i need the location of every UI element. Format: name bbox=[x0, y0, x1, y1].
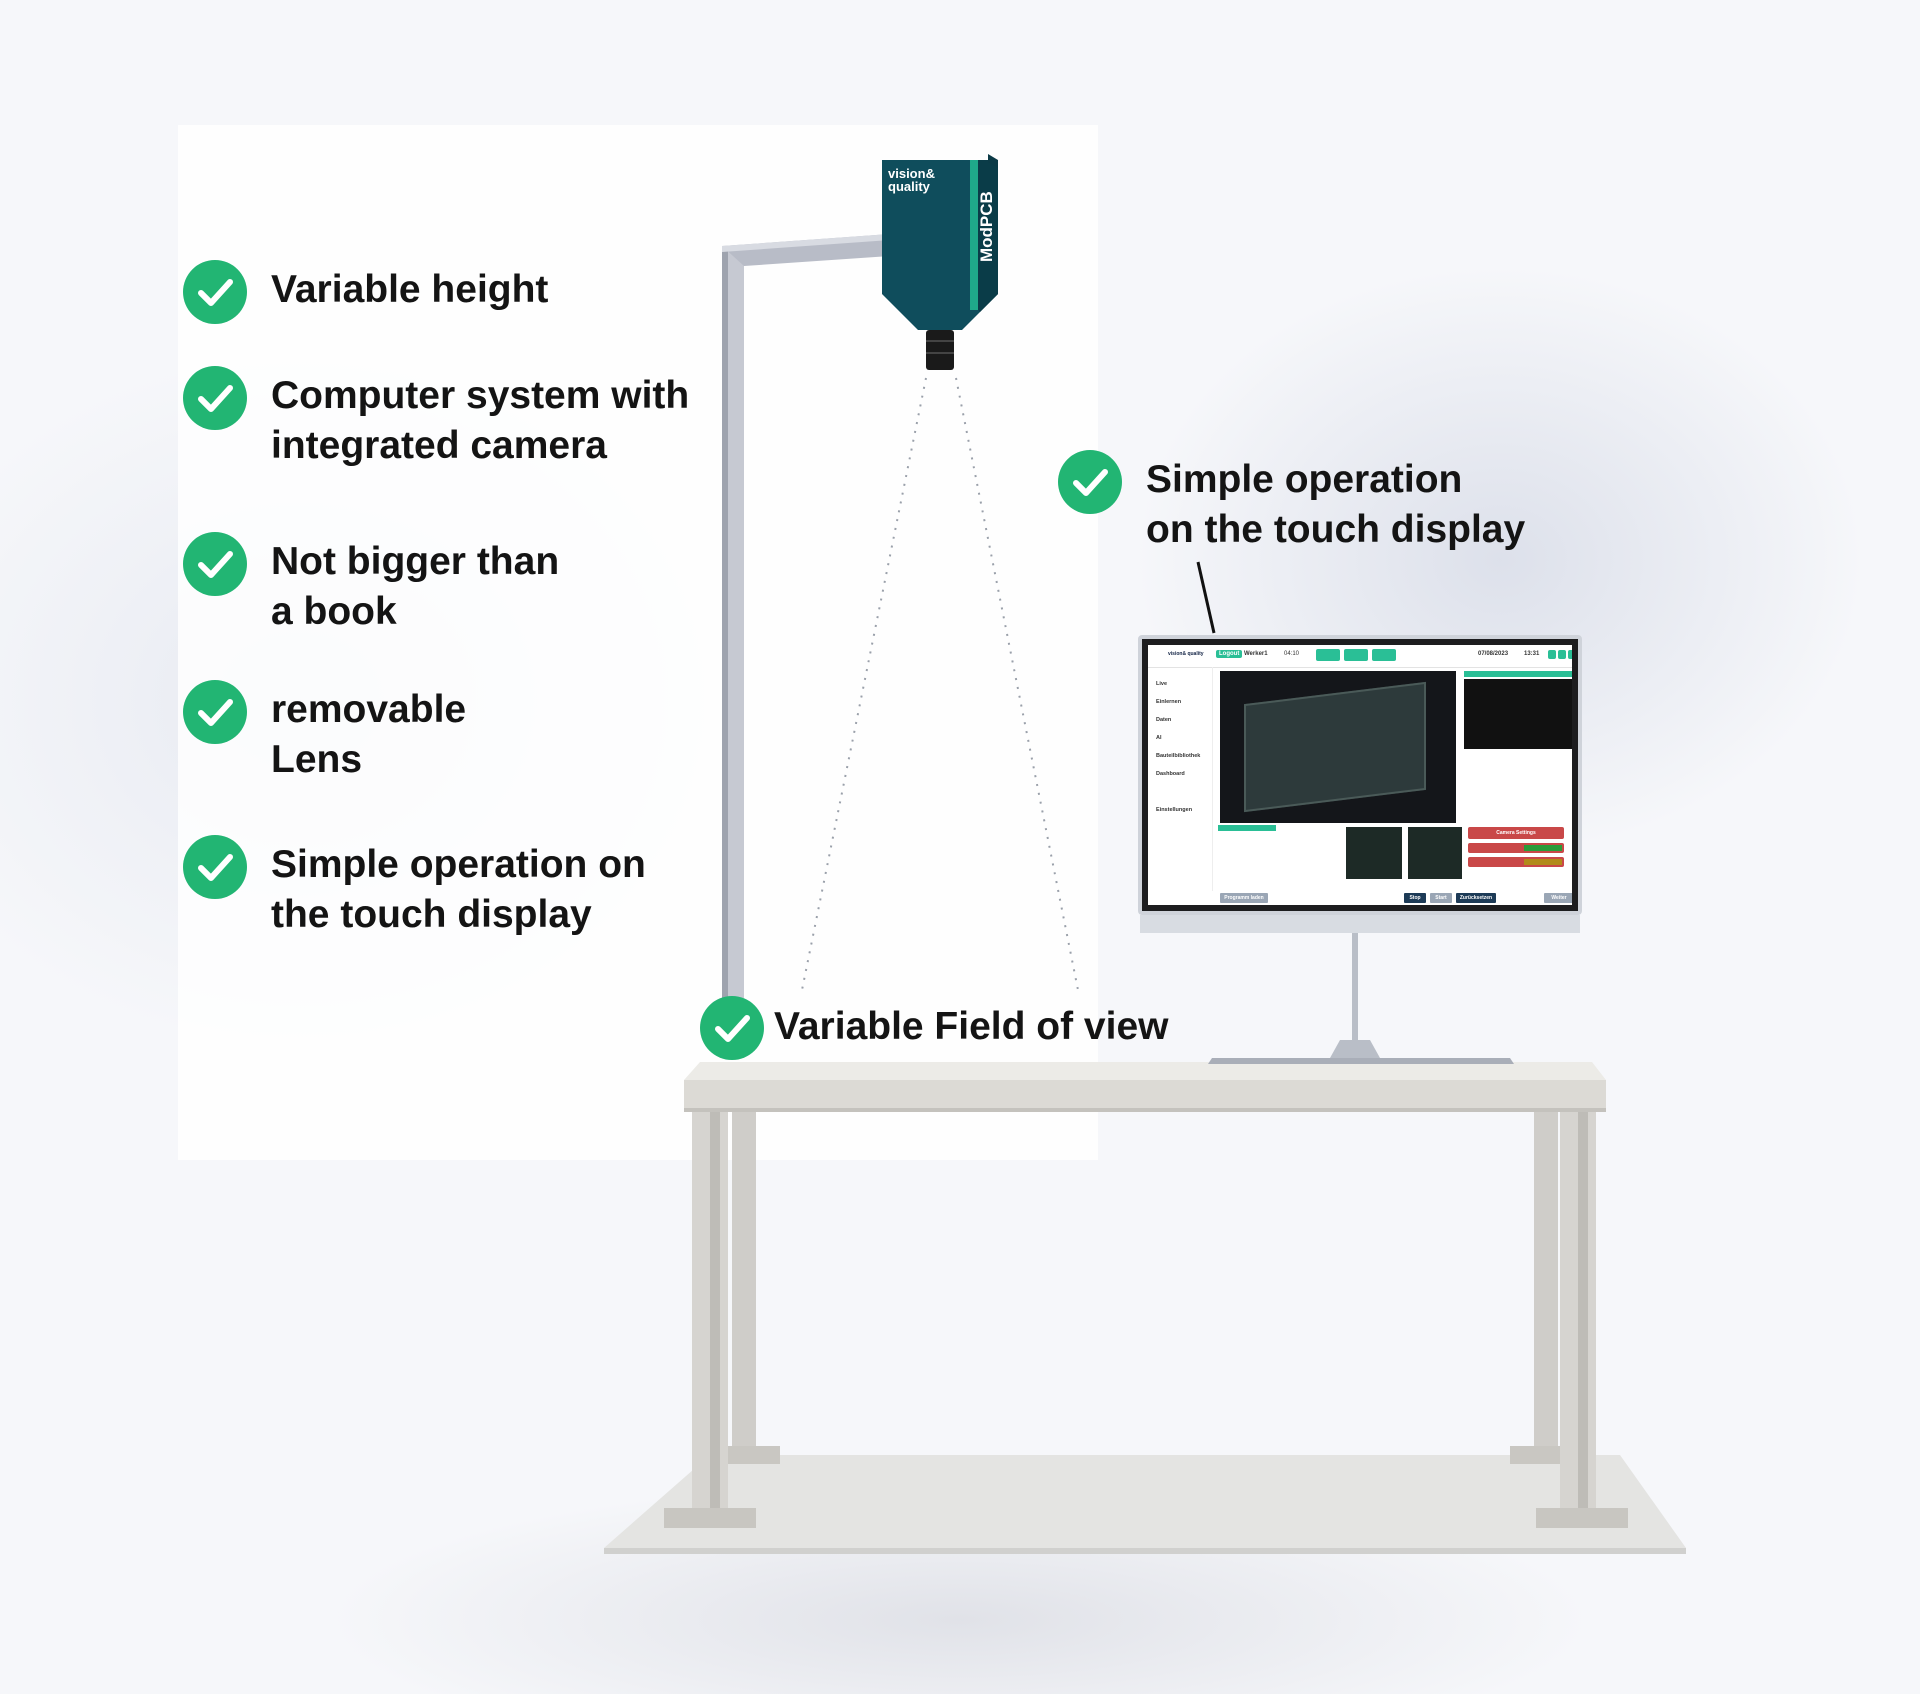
display-screen: vision& quality Logout Werker1 04:10 07/… bbox=[1148, 645, 1572, 905]
feature-size: Not bigger than a book bbox=[183, 532, 559, 637]
screen-logo: vision& quality bbox=[1168, 651, 1204, 657]
screen-clock: 13:31 bbox=[1524, 651, 1540, 657]
feature-text: Computer system with integrated camera bbox=[271, 374, 690, 467]
svg-text:quality: quality bbox=[888, 179, 931, 194]
touch-display: vision& quality Logout Werker1 04:10 07/… bbox=[1138, 635, 1582, 915]
screen-date: 07/08/2023 bbox=[1478, 651, 1509, 657]
stop-button[interactable]: Stop bbox=[1404, 893, 1426, 903]
camera-body bbox=[882, 160, 998, 330]
menu-bauteilbibliothek[interactable]: Bauteilbibliothek bbox=[1156, 753, 1201, 759]
feature-text: Simple operation on the touch display bbox=[271, 843, 646, 936]
feature-computer-system: Computer system with integrated camera bbox=[183, 366, 689, 471]
fov-line-left bbox=[801, 377, 927, 991]
detail-image-1 bbox=[1346, 827, 1402, 879]
setting-level-2 bbox=[1524, 859, 1562, 865]
session-time: 04:10 bbox=[1284, 651, 1300, 657]
checkmark-icon bbox=[183, 835, 247, 899]
callout-text: Simple operation on the touch display bbox=[1146, 458, 1526, 551]
feature-text: removable Lens bbox=[271, 688, 467, 781]
logout-button[interactable]: Logout bbox=[1216, 650, 1243, 658]
checkmark-icon bbox=[183, 366, 247, 430]
menu-dashboard[interactable]: Dashboard bbox=[1156, 771, 1185, 777]
setting-bar-2[interactable] bbox=[1468, 857, 1564, 867]
home-icon[interactable] bbox=[1548, 650, 1556, 659]
program-tab[interactable] bbox=[1218, 825, 1276, 831]
menu-daten[interactable]: Daten bbox=[1156, 717, 1172, 723]
svg-text:vision&: vision& bbox=[888, 166, 935, 181]
load-program-button[interactable]: Programm laden bbox=[1220, 893, 1268, 903]
setting-level-1 bbox=[1524, 845, 1562, 851]
top-tab-1[interactable] bbox=[1316, 649, 1340, 661]
screen-topbar: vision& quality Logout Werker1 04:10 07/… bbox=[1148, 645, 1572, 668]
feature-touch-display: Simple operation on the touch display bbox=[183, 835, 646, 940]
user-name: Werker1 bbox=[1244, 651, 1268, 657]
checkmark-icon bbox=[183, 260, 247, 324]
reset-button[interactable]: Zurücksetzen bbox=[1456, 893, 1496, 903]
start-button[interactable]: Start bbox=[1430, 893, 1452, 903]
feature-removable-lens: removable Lens bbox=[183, 680, 466, 785]
callout-field-of-view: Variable Field of view bbox=[700, 996, 1168, 1060]
floor-plate bbox=[604, 1455, 1686, 1548]
screen-sidebar: Live Einlernen Daten AI Bauteilbibliothe… bbox=[1148, 667, 1213, 891]
menu-einstellungen[interactable]: Einstellungen bbox=[1156, 807, 1193, 813]
menu-ai[interactable]: AI bbox=[1156, 735, 1162, 741]
menu-einlernen[interactable]: Einlernen bbox=[1156, 699, 1182, 705]
camera-lens bbox=[926, 330, 954, 370]
pcb-image bbox=[1244, 681, 1426, 813]
feature-text: Not bigger than a book bbox=[271, 540, 560, 633]
menu-live[interactable]: Live bbox=[1156, 681, 1168, 687]
checkmark-icon bbox=[1058, 450, 1122, 514]
table-leg-back-right bbox=[1534, 1110, 1558, 1460]
checkmark-icon bbox=[183, 532, 247, 596]
display-callout-line bbox=[1196, 561, 1216, 634]
feature-variable-height: Variable height bbox=[183, 260, 548, 324]
top-tab-3[interactable] bbox=[1372, 649, 1396, 661]
checkmark-icon bbox=[700, 996, 764, 1060]
monitor-stand bbox=[1352, 932, 1358, 1050]
close-icon[interactable] bbox=[1568, 650, 1572, 659]
preview-image bbox=[1464, 679, 1572, 749]
feature-text: Variable height bbox=[271, 268, 549, 311]
detail-image-2 bbox=[1408, 827, 1462, 879]
next-button[interactable]: Weiter bbox=[1544, 893, 1572, 903]
top-tab-2[interactable] bbox=[1344, 649, 1368, 661]
table-leg-back-left bbox=[732, 1110, 756, 1460]
live-camera-view bbox=[1220, 671, 1456, 823]
help-icon[interactable] bbox=[1558, 650, 1566, 659]
checkmark-icon bbox=[183, 680, 247, 744]
callout-text: Variable Field of view bbox=[774, 1005, 1169, 1048]
table-top bbox=[684, 1062, 1606, 1080]
camera-settings-bar[interactable]: Camera Settings bbox=[1468, 827, 1564, 839]
svg-text:ModPCB: ModPCB bbox=[977, 191, 996, 262]
preview-header bbox=[1464, 671, 1572, 677]
setting-bar-1[interactable] bbox=[1468, 843, 1564, 853]
callout-touch-display: Simple operation on the touch display bbox=[1058, 450, 1525, 555]
